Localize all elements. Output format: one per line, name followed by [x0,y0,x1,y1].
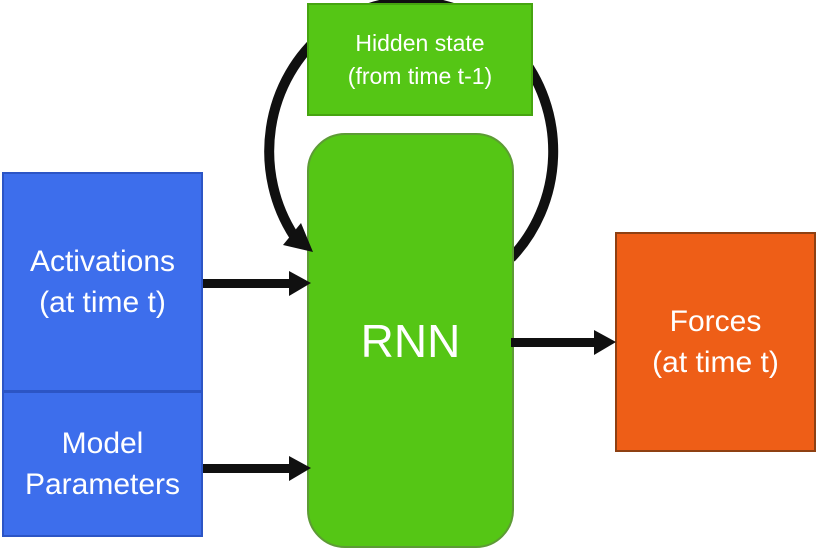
forces-label-line1: Forces [669,305,762,338]
recurrent-loop-arc [264,0,559,262]
node-model-parameters: Model Parameters [2,392,203,537]
node-hidden-state: Hidden state (from time t-1) [307,3,533,116]
hidden-state-label-line2: (from time t-1) [347,62,493,89]
rnn-label: RNN [360,314,461,367]
activations-label-line1: Activations [29,245,176,278]
node-rnn: RNN [307,133,514,548]
model-parameters-label-line2: Parameters [24,468,181,501]
activations-label-line2: (at time t) [39,286,166,319]
node-forces: Forces (at time t) [615,232,816,452]
model-parameters-label-line1: Model [61,427,144,460]
forces-label-line2: (at time t) [652,346,779,379]
hidden-state-label-line1: Hidden state [355,29,485,56]
node-activations: Activations (at time t) [2,172,203,392]
